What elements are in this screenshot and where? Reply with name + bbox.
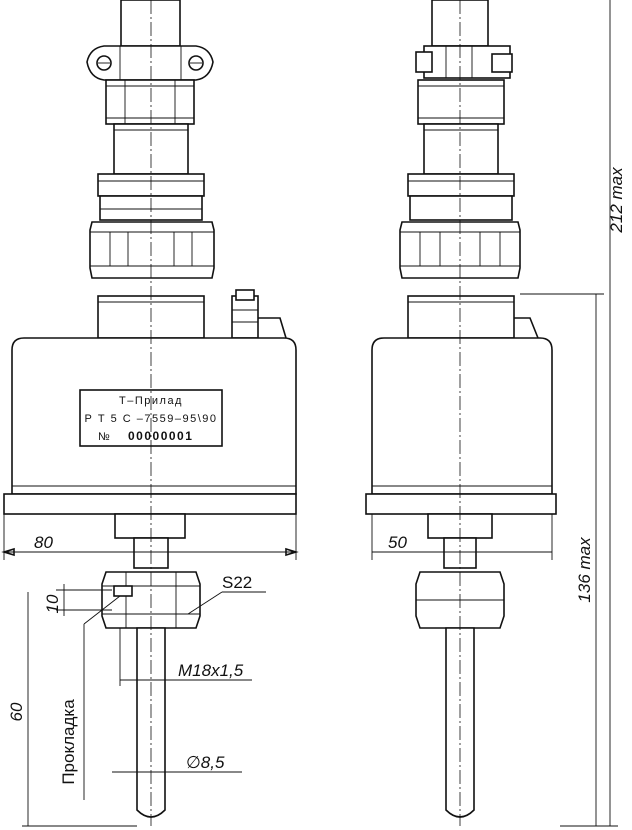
- dimension-lines: [1, 0, 618, 827]
- front-screw-terminal: [231, 295, 259, 339]
- dim-width-front: 80: [34, 533, 53, 552]
- nameplate-number-prefix: №: [98, 431, 111, 443]
- nameplate-number: 00000001: [128, 429, 193, 443]
- nameplate-line1: Т–Прилад: [119, 395, 183, 407]
- side-cap: [407, 295, 515, 339]
- side-housing: [371, 337, 553, 495]
- dim-nut-height: 10: [43, 594, 62, 613]
- front-top-connector: [120, 0, 181, 47]
- dim-width-side: 50: [388, 533, 407, 552]
- dim-height-lower: 136 max: [575, 537, 594, 603]
- nameplate-line2: Р Т 5 С –7559–95\90: [84, 413, 217, 425]
- side-coupling-nut: [417, 79, 505, 125]
- gasket-label: Прокладка: [59, 699, 78, 785]
- front-clamp-hole-right: [188, 55, 204, 71]
- front-gland-nut: [89, 221, 215, 279]
- dim-thread: M18x1,5: [178, 661, 244, 680]
- front-clamp-bracket: [86, 45, 214, 81]
- dim-height-total: 212 max: [607, 167, 626, 234]
- dim-probe-length: 60: [7, 702, 26, 721]
- front-base-flange: [3, 493, 297, 515]
- front-lower-hub: [114, 513, 186, 539]
- dim-wrench-size: S22: [222, 573, 252, 592]
- side-view: [365, 0, 557, 826]
- front-view: Т–Прилад Р Т 5 С –7559–95\90 № 00000001: [3, 0, 297, 826]
- front-clamp-hole-left: [96, 55, 112, 71]
- front-coupling-nut: [105, 79, 195, 125]
- dim-diameter: ∅8,5: [186, 753, 225, 772]
- side-base-flange: [365, 493, 557, 515]
- gasket-slot: [113, 585, 133, 597]
- side-neck: [423, 123, 499, 175]
